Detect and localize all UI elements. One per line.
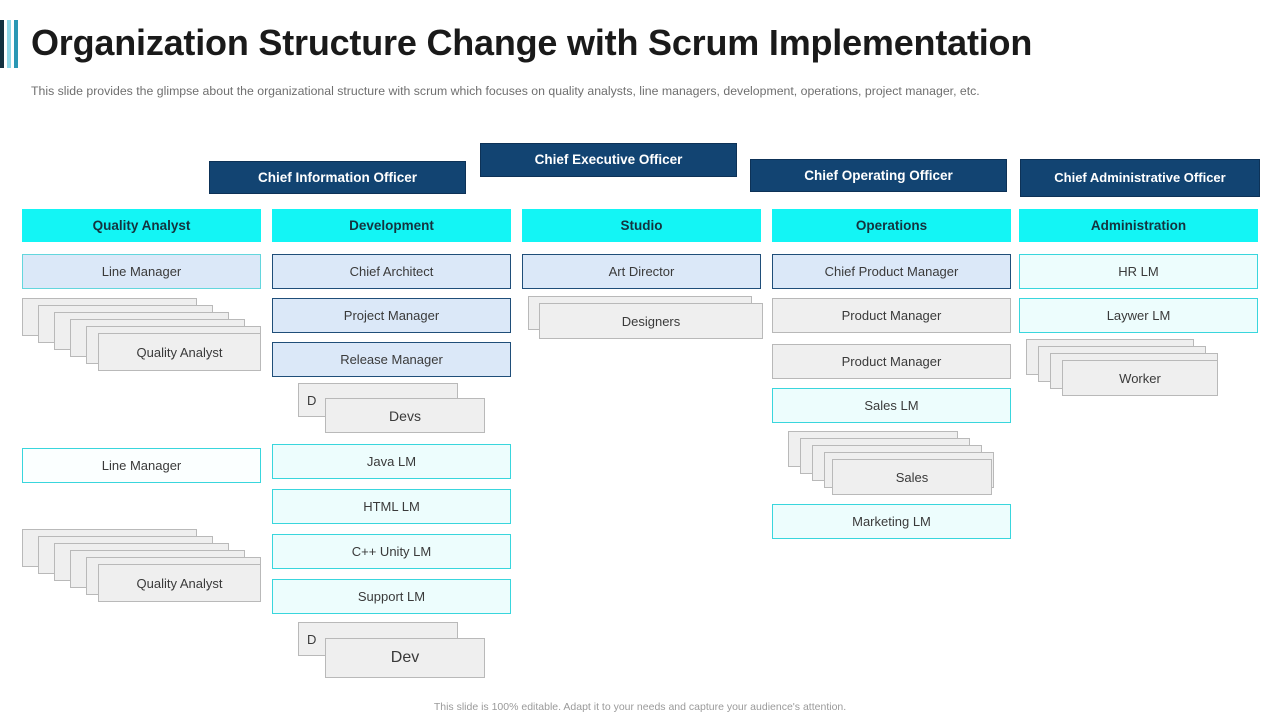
exec-label: Chief Operating Officer (804, 167, 953, 183)
node-development-java-lm[interactable]: Java LM (272, 444, 511, 479)
stack-quality-analyst-2[interactable]: Quality Analyst (22, 529, 261, 609)
dept-header-administration[interactable]: Administration (1019, 209, 1258, 242)
dept-label: Quality Analyst (92, 218, 191, 233)
exec-chief-administrative-officer[interactable]: Chief Administrative Officer (1020, 159, 1260, 197)
stack-front-card[interactable]: Sales (832, 459, 992, 495)
node-label: Support LM (357, 589, 426, 604)
stack-front-card[interactable]: Devs (325, 398, 485, 433)
node-operations-sales-lm[interactable]: Sales LM (772, 388, 1011, 423)
page-title: Organization Structure Change with Scrum… (31, 22, 1033, 63)
node-label: Chief Product Manager (824, 264, 959, 279)
slide-footer-note: This slide is 100% editable. Adapt it to… (433, 701, 847, 713)
node-label: Marketing LM (852, 514, 931, 529)
node-label: Line Manager (101, 458, 182, 473)
node-administration-laywer-lm[interactable]: Laywer LM (1019, 298, 1258, 333)
accent-bar-dark (0, 20, 4, 68)
accent-gap-2 (11, 20, 14, 68)
stack-administration-worker[interactable]: Worker (1026, 339, 1236, 401)
node-quality-analyst-line-manager-2[interactable]: Line Manager (22, 448, 261, 483)
node-label: Quality Analyst (136, 575, 223, 591)
dept-header-development[interactable]: Development (272, 209, 511, 242)
node-label: Dev (390, 649, 420, 666)
node-development-support-lm[interactable]: Support LM (272, 579, 511, 614)
stack-front-card[interactable]: Dev (325, 638, 485, 678)
node-studio-art-director[interactable]: Art Director (522, 254, 761, 289)
node-label: Java LM (366, 454, 417, 469)
accent-gap-1 (4, 20, 7, 68)
dept-label: Development (349, 218, 434, 233)
node-label: HTML LM (363, 499, 420, 514)
node-operations-product-manager-1[interactable]: Product Manager (772, 298, 1011, 333)
stack-back-label: D (307, 631, 317, 647)
stack-back-label: D (307, 392, 317, 408)
exec-chief-operating-officer[interactable]: Chief Operating Officer (750, 159, 1007, 192)
exec-chief-executive-officer[interactable]: Chief Executive Officer (480, 143, 737, 177)
accent-bar-light (7, 20, 11, 68)
node-label: Laywer LM (1106, 308, 1171, 323)
node-label: Project Manager (343, 308, 440, 323)
node-label: Chief Architect (349, 264, 434, 279)
stack-operations-sales[interactable]: Sales (788, 431, 1023, 501)
node-operations-marketing-lm[interactable]: Marketing LM (772, 504, 1011, 539)
node-development-chief-architect[interactable]: Chief Architect (272, 254, 511, 289)
node-development-project-manager[interactable]: Project Manager (272, 298, 511, 333)
node-label: Sales LM (864, 398, 919, 413)
node-label: Designers (621, 313, 681, 329)
dept-header-studio[interactable]: Studio (522, 209, 761, 242)
node-development-html-lm[interactable]: HTML LM (272, 489, 511, 524)
node-label: Release Manager (340, 352, 443, 367)
node-label: Worker (1119, 370, 1161, 386)
node-administration-hr-lm[interactable]: HR LM (1019, 254, 1258, 289)
dept-label: Administration (1090, 218, 1187, 233)
node-label: Devs (389, 407, 421, 424)
node-label: Sales (895, 469, 929, 485)
dept-label: Operations (855, 218, 928, 233)
node-development-release-manager[interactable]: Release Manager (272, 342, 511, 377)
exec-label: Chief Information Officer (257, 169, 417, 185)
stack-front-card[interactable]: Quality Analyst (98, 333, 261, 371)
node-label: Product Manager (841, 354, 942, 369)
node-label: Product Manager (841, 308, 942, 323)
node-label: C++ Unity LM (351, 544, 432, 559)
stack-front-card[interactable]: Worker (1062, 360, 1218, 396)
stack-front-card[interactable]: Designers (539, 303, 763, 339)
decorative-accent-bars (0, 20, 22, 68)
exec-label: Chief Executive Officer (534, 152, 683, 168)
node-development-cpp-unity-lm[interactable]: C++ Unity LM (272, 534, 511, 569)
accent-bar-teal (14, 20, 18, 68)
stack-development-dev[interactable]: D Dev (298, 622, 498, 680)
stack-development-devs[interactable]: D Devs (298, 383, 498, 438)
dept-header-operations[interactable]: Operations (772, 209, 1011, 242)
node-label: Line Manager (101, 264, 182, 279)
exec-label: Chief Administrative Officer (1054, 169, 1226, 185)
dept-label: Studio (620, 218, 663, 233)
page-subtitle: This slide provides the glimpse about th… (31, 84, 980, 98)
dept-header-quality-analyst[interactable]: Quality Analyst (22, 209, 261, 242)
stack-quality-analyst-1[interactable]: Quality Analyst (22, 298, 261, 378)
exec-chief-information-officer[interactable]: Chief Information Officer (209, 161, 466, 194)
node-operations-product-manager-2[interactable]: Product Manager (772, 344, 1011, 379)
node-label: Art Director (608, 264, 675, 279)
node-operations-chief-product-manager[interactable]: Chief Product Manager (772, 254, 1011, 289)
stack-studio-designers[interactable]: Designers (528, 296, 763, 346)
stack-front-card[interactable]: Quality Analyst (98, 564, 261, 602)
node-label: Quality Analyst (136, 344, 223, 360)
node-label: HR LM (1118, 264, 1159, 279)
node-quality-analyst-line-manager-1[interactable]: Line Manager (22, 254, 261, 289)
